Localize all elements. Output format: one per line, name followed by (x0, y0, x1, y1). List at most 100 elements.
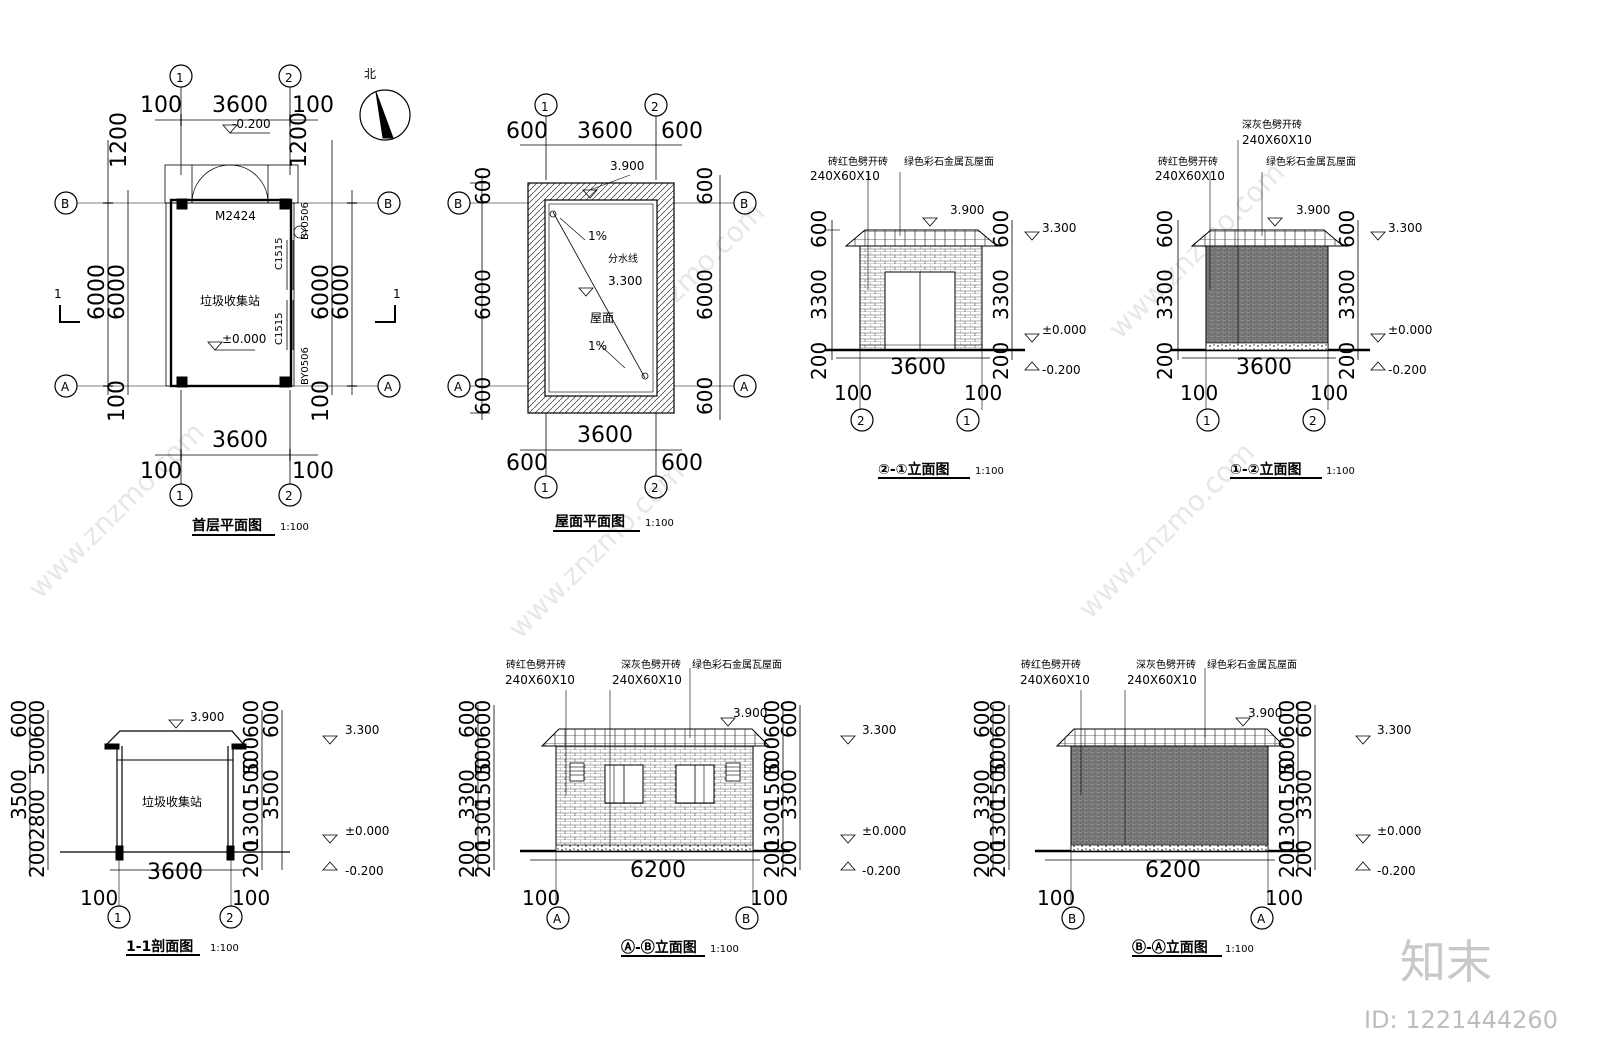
elevation-a-b-text: 砖红色劈开砖 240X60X10 深灰色劈开砖 240X60X10 绿色彩石金属… (455, 658, 906, 956)
dim-text: 600 (1275, 700, 1299, 738)
dim-text: 100 (964, 381, 1002, 405)
elevation-label: ±0.000 (862, 824, 906, 838)
axis-label: 2 (857, 414, 865, 428)
dim-text: 1500 (471, 757, 495, 808)
elevation-label: 3.900 (610, 159, 644, 173)
dim-text: 600 (807, 210, 831, 248)
dim-text: 200 (970, 840, 994, 878)
dim-text: 3500 (259, 769, 283, 820)
material-note: 绿色彩石金属瓦屋面 (904, 155, 994, 168)
dim-text: 500 (760, 737, 784, 775)
dim-text: 600 (506, 119, 548, 144)
dim-text: 6200 (630, 858, 686, 883)
elevation-label: 3.900 (1248, 706, 1282, 720)
dim-text: 200 (777, 840, 801, 878)
material-size: 240X60X10 (810, 169, 880, 183)
drawing-scale: 1:100 (280, 522, 309, 533)
dim-text: 1200 (107, 112, 132, 168)
dim-text: 100 (105, 380, 130, 422)
drawing-scale: 1:100 (1225, 944, 1254, 955)
dim-text: 600 (506, 451, 548, 476)
dim-text: 600 (760, 700, 784, 738)
dim-text: 200 (986, 840, 1010, 878)
dim-text: 200 (25, 840, 49, 878)
dim-text: 600 (693, 377, 717, 415)
dim-text: 200 (1275, 840, 1299, 878)
section-1-1 (29, 710, 338, 956)
dim-text: 6000 (105, 264, 130, 320)
dim-text: 3600 (577, 119, 633, 144)
dim-text: 3300 (807, 269, 831, 320)
slope-label: 1% (588, 229, 607, 243)
material-size: 240X60X10 (505, 673, 575, 687)
axis-label: B (1068, 912, 1076, 926)
material-note: 绿色彩石金属瓦屋面 (692, 658, 782, 671)
dim-text: 600 (471, 377, 495, 415)
axis-label: B (384, 197, 392, 211)
dim-text: 1300 (471, 799, 495, 850)
material-size: 240X60X10 (612, 673, 682, 687)
elevation-1-2 (1170, 140, 1386, 479)
axis-label: 1 (176, 71, 184, 85)
elevation-label: -0.200 (1377, 864, 1416, 878)
axis-label: A (454, 380, 463, 394)
material-note: 砖红色劈开砖 (1021, 658, 1081, 671)
material-size: 240X60X10 (1242, 133, 1312, 147)
material-size: 240X60X10 (1127, 673, 1197, 687)
dim-text: 3600 (147, 860, 203, 885)
roof-plan-text: 1 2 1 2 B A B A 600 3600 600 3600 600 60… (454, 100, 749, 530)
dim-text: 100 (292, 93, 334, 118)
floor-plan-text: 1 2 1 2 B A B A 100 3600 100 3600 100 10… (54, 67, 401, 534)
dim-text: 500 (1275, 737, 1299, 775)
room-label: 垃圾收集站 (142, 794, 202, 809)
dim-text: 100 (1310, 381, 1348, 405)
roof-plan (447, 93, 757, 532)
dim-text: 100 (834, 381, 872, 405)
material-note: 深灰色劈开砖 (1242, 118, 1302, 131)
dim-text: 1500 (760, 757, 784, 808)
material-note: 绿色彩石金属瓦屋面 (1266, 155, 1356, 168)
dim-text: 1300 (239, 799, 263, 850)
elevation-b-a-text: 砖红色劈开砖 240X60X10 深灰色劈开砖 240X60X10 绿色彩石金属… (970, 658, 1421, 956)
axis-label: 1 (541, 481, 549, 495)
elevation-label: 3.900 (190, 710, 224, 724)
dim-text: 6200 (1145, 858, 1201, 883)
dim-text: 100 (80, 886, 118, 910)
watermark-text: www.znzmo.com (22, 416, 211, 605)
axis-label: B (454, 197, 462, 211)
room-label: 垃圾收集站 (200, 293, 260, 308)
dim-text: 500 (471, 737, 495, 775)
elevation-1-2-text: 砖红色劈开砖 240X60X10 深灰色劈开砖 240X60X10 绿色彩石金属… (1153, 118, 1432, 478)
dim-text: 600 (970, 700, 994, 738)
dim-text: 6000 (471, 269, 495, 320)
dim-text: 200 (1335, 342, 1359, 380)
dim-text: 3600 (577, 423, 633, 448)
dim-text: 200 (989, 342, 1013, 380)
dim-text: 1300 (760, 799, 784, 850)
north-arrow-icon (359, 89, 411, 141)
drawing-title: ①-②立面图 (1230, 461, 1302, 478)
window-label: C1515 (274, 238, 285, 270)
window-label: C1515 (274, 313, 285, 345)
dim-text: 3600 (212, 93, 268, 118)
material-note: 砖红色劈开砖 (506, 658, 566, 671)
dim-text: 1500 (1275, 757, 1299, 808)
watermark-text: www.znzmo.com (502, 456, 691, 645)
elevation-label: 3.900 (733, 706, 767, 720)
dim-text: 600 (661, 451, 703, 476)
dim-text: 100 (750, 886, 788, 910)
dim-text: 600 (7, 700, 31, 738)
dim-text: 600 (471, 700, 495, 738)
slope-label: 1% (588, 339, 607, 353)
dim-text: 200 (471, 840, 495, 878)
axis-label: 2 (226, 911, 234, 925)
elevation-label: ±0.000 (1377, 824, 1421, 838)
axis-label: B (742, 912, 750, 926)
dim-text: 1300 (986, 799, 1010, 850)
dim-text: 600 (471, 167, 495, 205)
axis-label: A (61, 380, 70, 394)
elevation-label: ±0.000 (1388, 323, 1432, 337)
material-note: 砖红色劈开砖 (828, 155, 888, 168)
